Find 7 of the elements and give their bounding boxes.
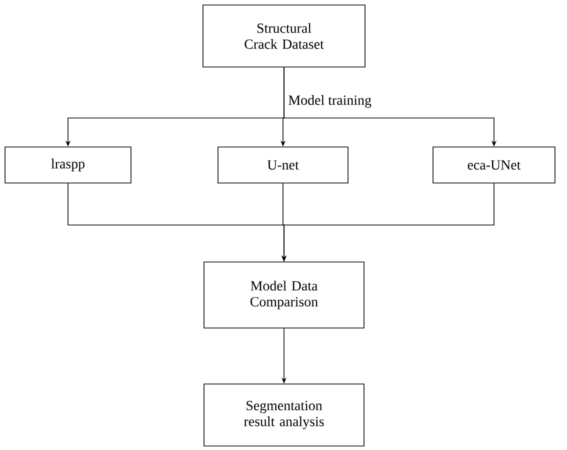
- process-box: lraspp: [4, 146, 132, 184]
- process-box: U-net: [218, 146, 348, 184]
- process-box: Segmentation result analysis: [204, 384, 364, 446]
- edge-label: Model training: [287, 94, 372, 109]
- process-box: Structural Crack Dataset: [202, 4, 366, 68]
- process-box: Model Data Comparison: [204, 262, 364, 328]
- process-box: eca-UNet: [432, 146, 556, 184]
